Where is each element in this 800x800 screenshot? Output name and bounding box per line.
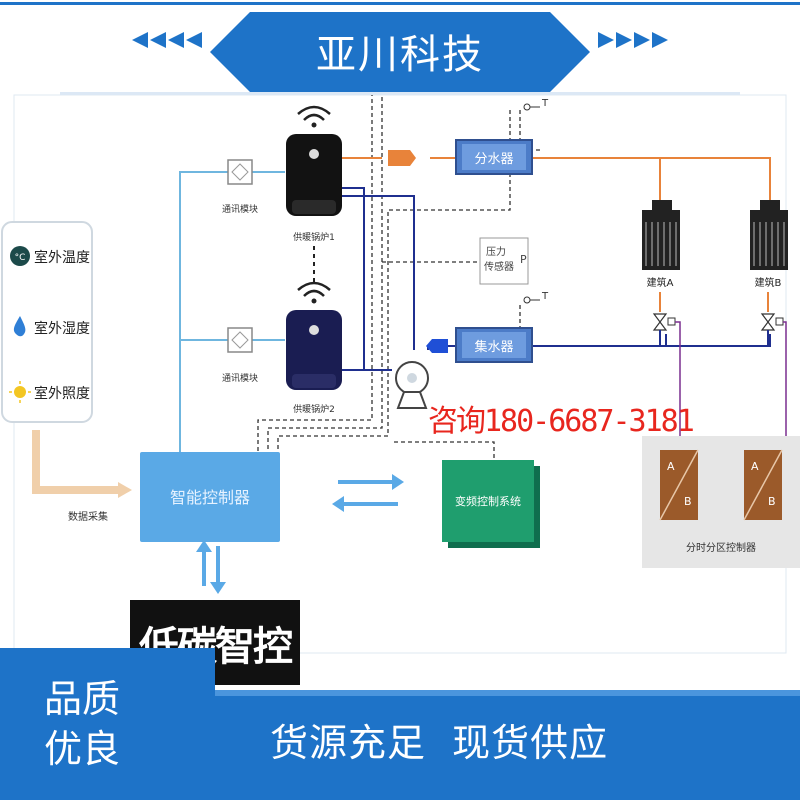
data-collection-arrowhead	[118, 482, 132, 498]
brand-title: 亚川科技	[316, 32, 484, 78]
sensor-label-light: 室外照度	[34, 385, 90, 402]
top-title-plate	[210, 12, 590, 92]
sensor-label-humidity: 室外湿度	[34, 320, 90, 337]
comm-module-1-label: 通讯模块	[222, 203, 258, 215]
zone-a-a-letter: A	[667, 460, 675, 473]
building-a-icon	[642, 200, 680, 270]
distributor-label: 分水器	[474, 152, 513, 167]
control-lines	[179, 171, 285, 458]
boiler-1-icon	[286, 105, 342, 216]
return-line	[342, 187, 771, 371]
pressure-sensor-label-2: 传感器	[484, 260, 514, 273]
data-collection-arrow	[32, 430, 120, 494]
zone-control-wiring	[675, 321, 787, 450]
supply-arrow	[388, 150, 416, 166]
distributor-thermometer	[523, 103, 540, 111]
footer-slogan: 货源充足 现货供应	[270, 721, 609, 765]
collector-thermometer	[523, 296, 540, 304]
collector-box	[455, 327, 533, 363]
collector-temp-symbol: T	[541, 291, 549, 302]
sensor-label-temp: 室外温度	[34, 249, 90, 266]
zone-a-b-letter: B	[684, 495, 692, 508]
quality-badge: 品质 优良	[0, 648, 215, 800]
supply-line	[342, 157, 771, 200]
controller-vfd-exchange-arrows	[332, 474, 404, 512]
thermometer-icon: °C	[10, 246, 30, 266]
comm-module-2	[227, 327, 253, 353]
droplet-icon	[13, 316, 26, 337]
valve-b-icon	[760, 292, 784, 346]
smart-controller-label: 智能控制器	[170, 488, 250, 507]
control-wiring	[257, 85, 540, 460]
return-arrow	[426, 339, 448, 353]
zone-controller-a	[659, 449, 699, 521]
vfd-system-label: 变频控制系统	[455, 494, 521, 508]
zone-controller-b	[743, 449, 783, 521]
quality-line-1: 品质	[44, 677, 121, 721]
building-b-label: 建筑B	[755, 276, 782, 289]
collector-label: 集水器	[474, 339, 513, 355]
bottom-banner	[215, 690, 800, 800]
pump-icon	[395, 361, 429, 409]
comm-module-1	[227, 159, 253, 185]
sun-icon	[9, 381, 31, 403]
vfd-system-box	[442, 460, 534, 542]
data-collection-label: 数据采集	[68, 510, 108, 523]
quality-line-2: 优良	[44, 727, 121, 771]
zone-b-a-letter: A	[751, 460, 759, 473]
building-a-label: 建筑A	[647, 276, 674, 289]
pressure-sensor-label-1: 压力	[486, 245, 506, 258]
boiler-2-label: 供暖锅炉2	[293, 403, 335, 415]
building-b-icon	[750, 200, 788, 270]
pressure-sensor-box	[479, 237, 529, 285]
svg-text:°C: °C	[15, 253, 26, 263]
smart-controller-box	[140, 452, 280, 542]
top-banner	[0, 2, 800, 95]
sensor-panel	[1, 221, 93, 423]
boiler-2-icon	[286, 281, 342, 390]
controller-logo-arrows	[196, 540, 226, 594]
distributor-box	[455, 139, 533, 175]
valve-a-icon	[652, 292, 676, 346]
zone-b-b-letter: B	[768, 495, 776, 508]
comm-module-2-label: 通讯模块	[222, 372, 258, 384]
zone-controller-label: 分时分区控制器	[686, 541, 756, 554]
boiler-1-label: 供暖锅炉1	[293, 231, 335, 243]
pressure-symbol: P	[520, 253, 527, 266]
distributor-temp-symbol: T	[541, 98, 549, 109]
hotline-text: 咨询180-6687-3181	[428, 404, 695, 439]
